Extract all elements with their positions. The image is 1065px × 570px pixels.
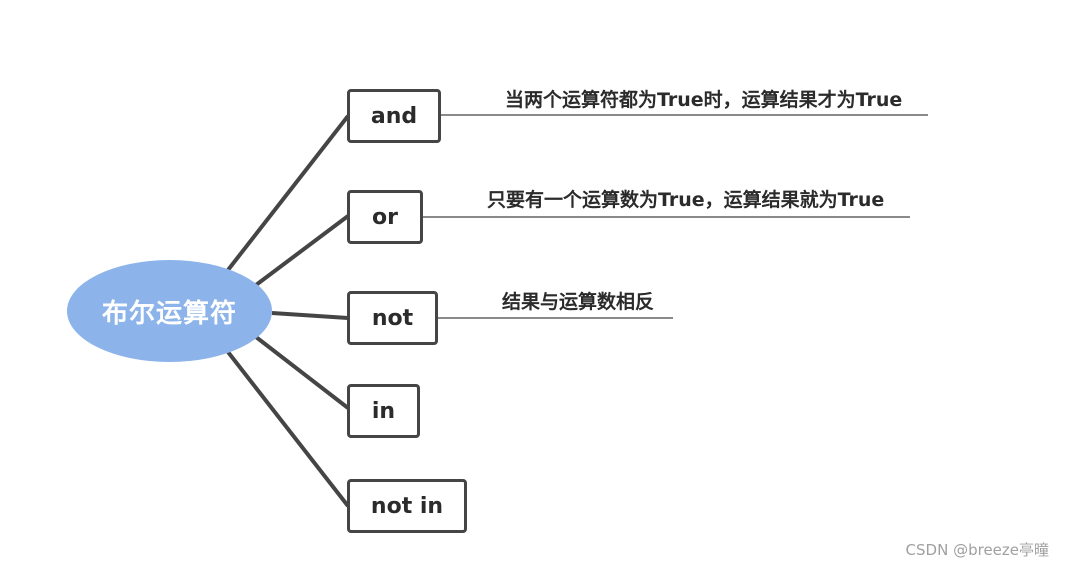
node-in: in	[347, 384, 420, 438]
node-not-in: not in	[347, 479, 467, 533]
connector-not	[271, 311, 349, 320]
connector-or	[254, 214, 350, 287]
node-label: or	[372, 204, 398, 230]
connector-in	[254, 335, 350, 410]
node-or: or	[347, 190, 423, 244]
node-label: and	[370, 103, 418, 129]
description-and: 当两个运算符都为True时，运算结果才为True	[505, 89, 903, 111]
node-label: in	[371, 398, 396, 424]
connector-notin	[226, 350, 350, 508]
node-not: not	[347, 291, 438, 345]
root-label: 布尔运算符	[101, 298, 237, 329]
node-label: not in	[370, 493, 444, 519]
description-or: 只要有一个运算数为True，运算结果就为True	[487, 189, 885, 211]
node-label: not	[371, 305, 414, 331]
connector-and	[226, 114, 350, 272]
root-node-boolean-operators: 布尔运算符	[67, 260, 272, 362]
node-and: and	[347, 89, 441, 143]
watermark: CSDN @breeze亭曈	[905, 541, 1049, 559]
description-not: 结果与运算数相反	[502, 291, 655, 313]
